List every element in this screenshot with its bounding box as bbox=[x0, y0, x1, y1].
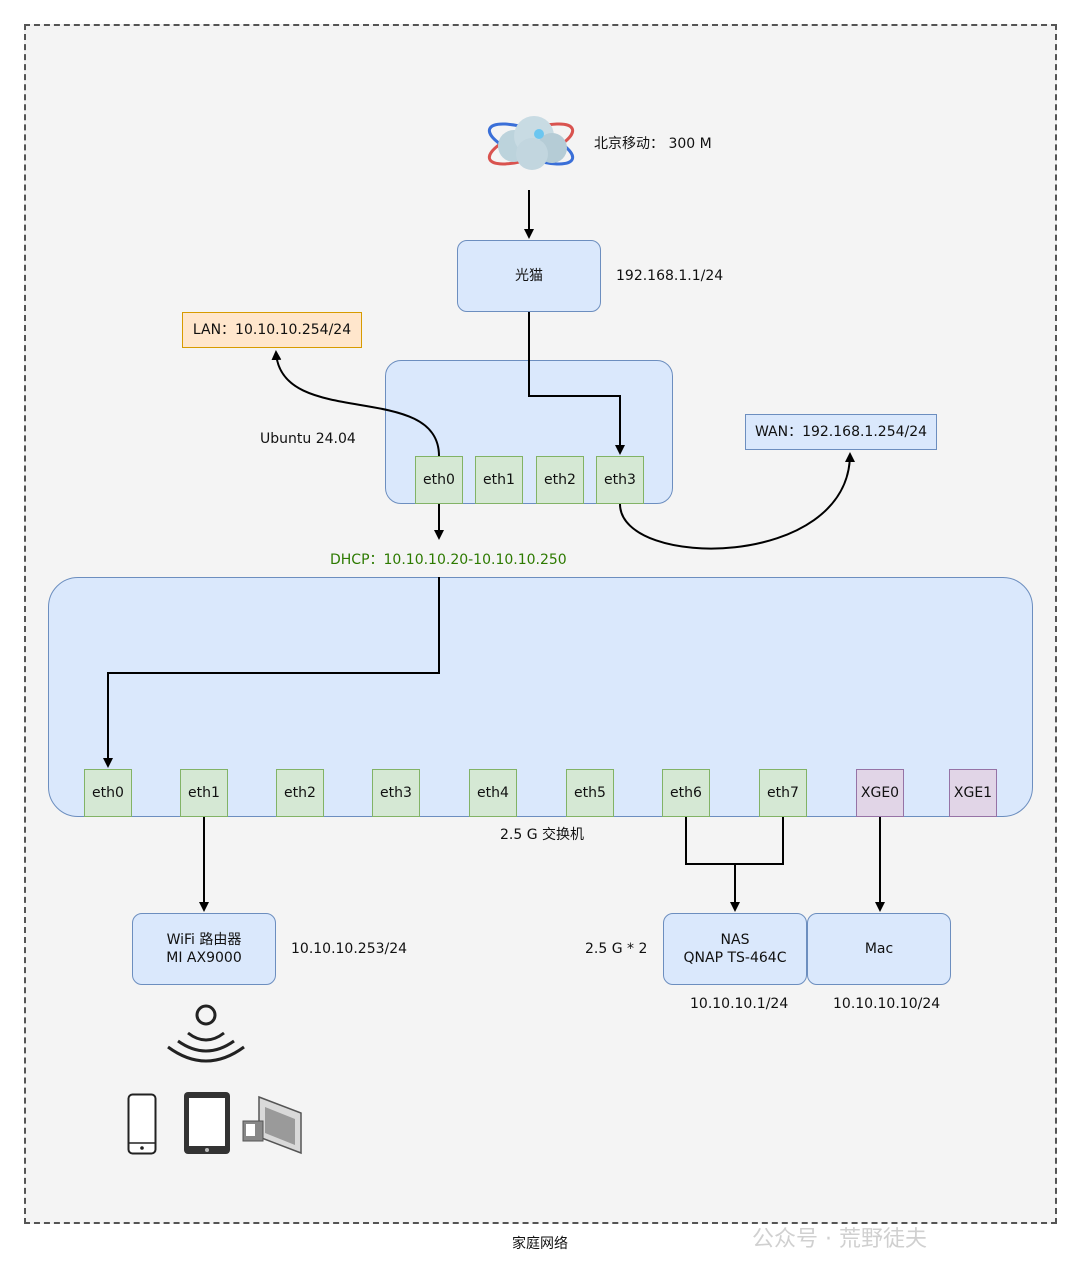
link-router-wan bbox=[619, 452, 855, 550]
switch-port-eth3[interactable]: eth3 bbox=[372, 769, 420, 817]
nas-line2: QNAP TS-464C bbox=[683, 950, 787, 966]
switch-port-eth5[interactable]: eth5 bbox=[566, 769, 614, 817]
switch-label: 2.5 G 交换机 bbox=[500, 827, 585, 843]
port-label: eth4 bbox=[477, 785, 509, 801]
wifi-router-line1: WiFi 路由器 bbox=[166, 932, 242, 948]
link-router-lan bbox=[271, 350, 440, 457]
link-modem-router bbox=[528, 312, 625, 455]
router-os-label: Ubuntu 24.04 bbox=[260, 431, 356, 447]
lan-address: LAN：10.10.10.254/24 bbox=[192, 322, 352, 338]
watermark: 公众号 · 荒野徒夫 bbox=[752, 1227, 927, 1252]
nas-node[interactable]: NAS QNAP TS-464C bbox=[663, 913, 807, 985]
router-port-eth1[interactable]: eth1 bbox=[475, 456, 523, 504]
modem-node[interactable]: 光猫 bbox=[457, 240, 601, 312]
port-label: eth3 bbox=[604, 472, 636, 488]
mac-ip: 10.10.10.10/24 bbox=[833, 996, 941, 1012]
wan-address: WAN：192.168.1.254/24 bbox=[754, 424, 928, 440]
wifi-router-node[interactable]: WiFi 路由器 MI AX9000 bbox=[132, 913, 276, 985]
dhcp-range: DHCP：10.10.10.20-10.10.10.250 bbox=[330, 552, 567, 568]
switch-port-eth7[interactable]: eth7 bbox=[759, 769, 807, 817]
phone-icon bbox=[127, 1093, 157, 1155]
tablet-icon bbox=[183, 1091, 231, 1155]
switch-port-eth2[interactable]: eth2 bbox=[276, 769, 324, 817]
link-router-switch bbox=[103, 577, 440, 768]
cloud-globe-icon bbox=[484, 106, 578, 182]
wifi-router-ip: 10.10.10.253/24 bbox=[291, 941, 408, 957]
port-label: eth1 bbox=[188, 785, 220, 801]
router-port-eth0[interactable]: eth0 bbox=[415, 456, 463, 504]
mac-node[interactable]: Mac bbox=[807, 913, 951, 985]
switch-port-xge0[interactable]: XGE0 bbox=[856, 769, 904, 817]
switch-port-eth4[interactable]: eth4 bbox=[469, 769, 517, 817]
wan-address-box: WAN：192.168.1.254/24 bbox=[745, 414, 937, 450]
port-label: eth0 bbox=[92, 785, 124, 801]
router-port-eth3[interactable]: eth3 bbox=[596, 456, 644, 504]
port-label: eth7 bbox=[767, 785, 799, 801]
lan-address-box: LAN：10.10.10.254/24 bbox=[182, 312, 362, 348]
wifi-signal-icon bbox=[164, 1003, 248, 1065]
port-label: eth0 bbox=[423, 472, 455, 488]
wifi-router-line2: MI AX9000 bbox=[166, 950, 242, 966]
modem-label: 光猫 bbox=[515, 268, 543, 284]
modem-ip: 192.168.1.1/24 bbox=[616, 268, 724, 284]
diagram-caption: 家庭网络 bbox=[512, 1236, 568, 1252]
nas-line1: NAS bbox=[720, 932, 750, 948]
nas-ip: 10.10.10.1/24 bbox=[690, 996, 789, 1012]
switch-port-eth0[interactable]: eth0 bbox=[84, 769, 132, 817]
port-label: eth3 bbox=[380, 785, 412, 801]
switch-port-xge1[interactable]: XGE1 bbox=[949, 769, 997, 817]
port-label: XGE0 bbox=[860, 785, 900, 801]
port-label: eth6 bbox=[670, 785, 702, 801]
port-label: eth2 bbox=[284, 785, 316, 801]
port-label: eth1 bbox=[483, 472, 515, 488]
switch-port-eth6[interactable]: eth6 bbox=[662, 769, 710, 817]
mac-label: Mac bbox=[864, 941, 894, 957]
nas-link-speed: 2.5 G * 2 bbox=[585, 941, 648, 957]
port-label: eth2 bbox=[544, 472, 576, 488]
ip-camera-icon bbox=[241, 1093, 303, 1155]
switch-port-eth1[interactable]: eth1 bbox=[180, 769, 228, 817]
isp-label: 北京移动： 300 M bbox=[594, 136, 712, 152]
port-label: XGE1 bbox=[953, 785, 993, 801]
link-switch-nas bbox=[685, 817, 784, 910]
port-label: eth5 bbox=[574, 785, 606, 801]
router-port-eth2[interactable]: eth2 bbox=[536, 456, 584, 504]
